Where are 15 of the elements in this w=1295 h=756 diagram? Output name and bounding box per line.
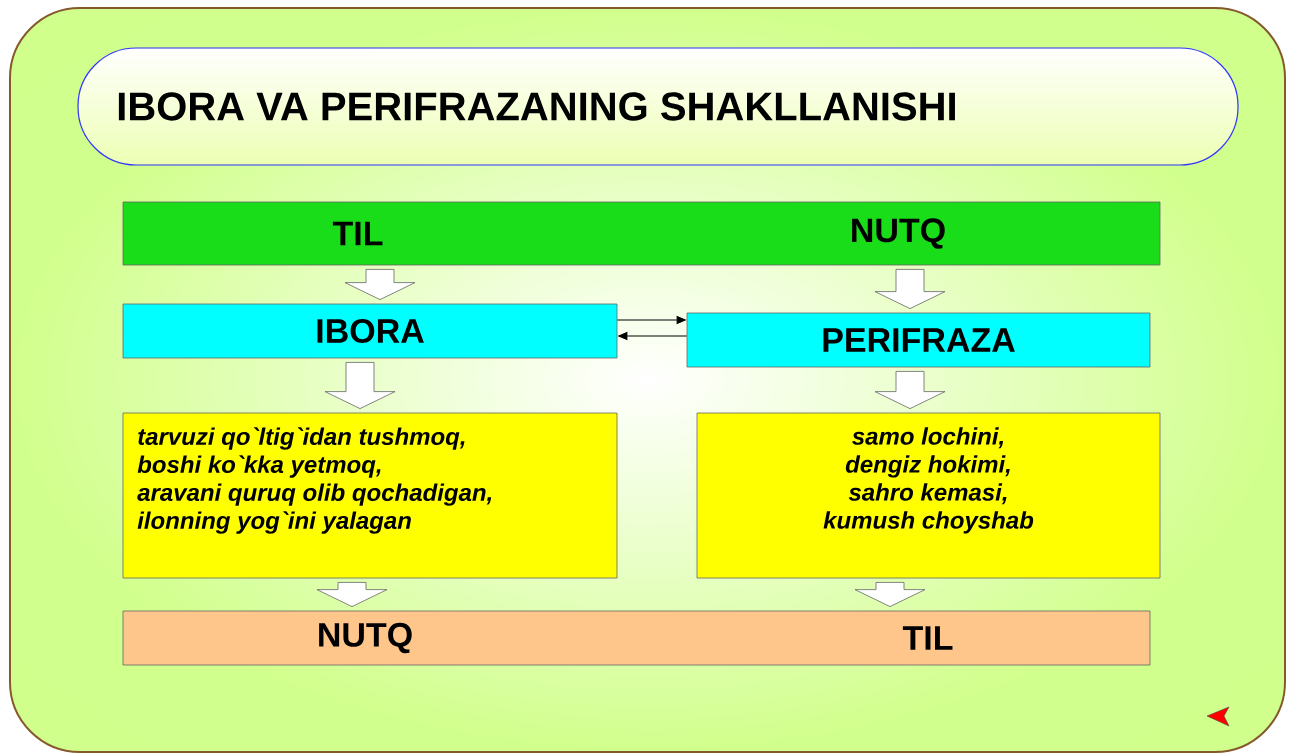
title-banner: IBORA VA PERIFRAZANING SHAKLLANISHI [77,47,1239,166]
block-arrow [344,269,416,300]
block-arrow [874,371,946,409]
block-arrow [316,582,388,607]
example-box: tarvuzi qo`ltig`idan tushmoq, boshi ko`kka yetmoq, aravani quruq olib qochadigan, ilonning yog`ini yalagan [122,412,618,579]
block-arrow [874,269,946,309]
concept-box: PERIFRAZA [686,312,1151,368]
arrow [616,316,686,324]
block-arrow [324,362,396,409]
heading-bar: TIL NUTQ [122,201,1161,266]
block-arrow [854,582,926,607]
result-bar: NUTQ TIL [122,610,1151,666]
concept-box: IBORA [122,303,618,359]
example-box: samo lochini, dengiz hokimi, sahro kemasi, kumush choyshab [696,412,1161,579]
arrow [618,332,688,340]
